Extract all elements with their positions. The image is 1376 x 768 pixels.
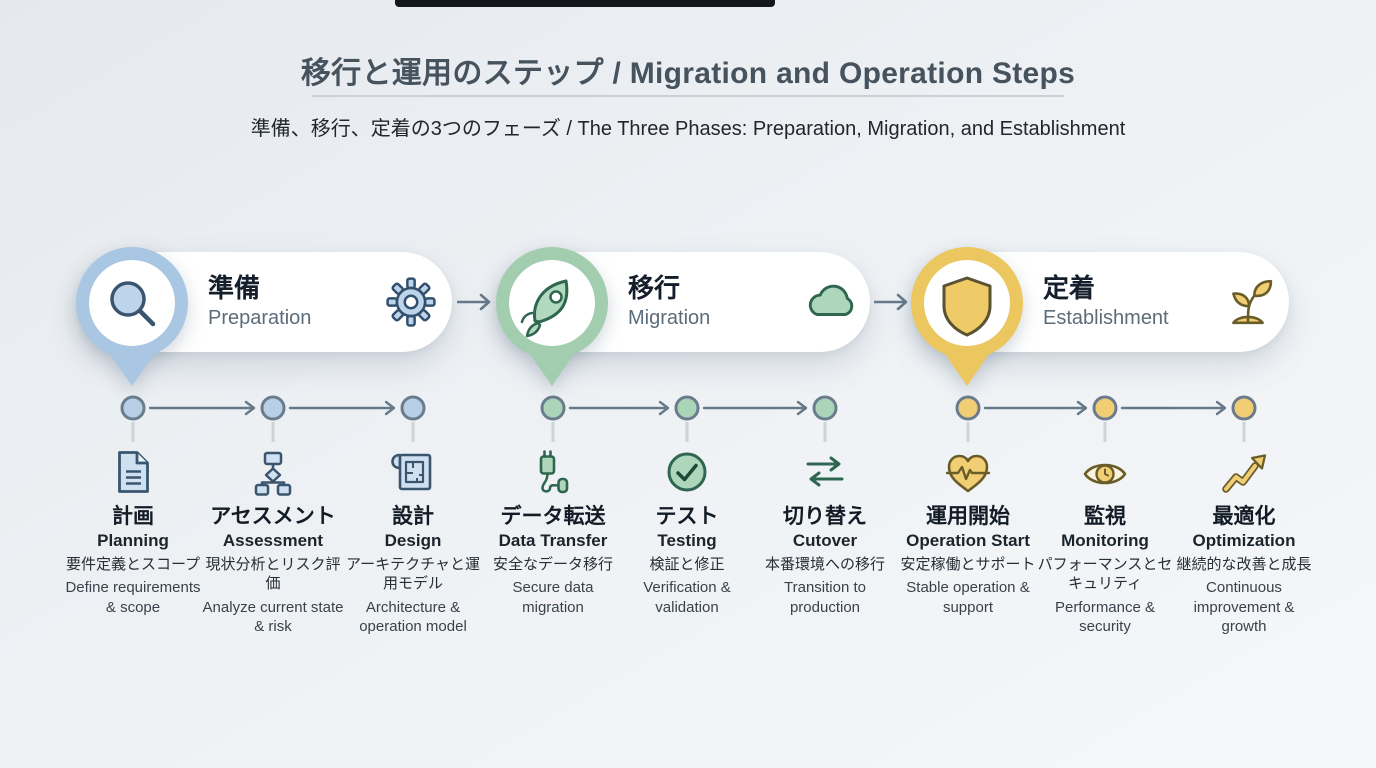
step-desc-ja: 現状分析とリスク評価 — [205, 555, 341, 593]
phase-name-ja: 準備 — [208, 273, 261, 304]
step-title-en: Planning — [97, 531, 169, 551]
step-title-en: Operation Start — [906, 531, 1030, 551]
timeline-dots — [120, 395, 1257, 421]
step-title-ja: 計画 — [112, 505, 154, 528]
step-title-en: Optimization — [1192, 531, 1296, 551]
step-title-en: Data Transfer — [498, 531, 608, 551]
phase-name-en: Establishment — [1043, 306, 1169, 329]
step-title-en: Cutover — [792, 531, 858, 551]
step-title-en: Assessment — [222, 531, 324, 551]
phase-establishment: 定着 Establishment — [911, 247, 1289, 386]
phase-label: 移行 Migration — [628, 273, 711, 330]
step-title-ja: テスト — [655, 505, 719, 528]
step-desc-ja: 継続的な改善と成長 — [1176, 555, 1312, 573]
check-circle-icon — [663, 448, 711, 496]
preparation-badge — [76, 247, 188, 386]
timeline-arrows — [148, 400, 1227, 416]
migration-badge — [496, 247, 608, 386]
step-desc-ja: パフォーマンスとセキュリティ — [1037, 555, 1173, 593]
page-title: 移行と運用のステップ / Migration and Operation Ste… — [300, 57, 1076, 90]
step-title-en: Design — [384, 531, 442, 551]
flowchart-icon — [249, 448, 297, 496]
step-data-transfer: データ転送 Data Transfer 安全なデータ移行 Secure data… — [481, 448, 625, 617]
step-desc-en: Analyze current state & risk — [202, 598, 344, 636]
eye-monitor-icon — [1081, 448, 1129, 496]
phase-preparation: 準備 Preparation — [76, 247, 452, 386]
step-desc-en: Transition to production — [784, 579, 866, 616]
trend-up-icon — [1220, 448, 1268, 496]
step-desc-en: Stable operation & support — [906, 579, 1030, 616]
step-title-ja: 運用開始 — [926, 505, 1010, 528]
step-optimization: 最適化 Optimization 継続的な改善と成長 Continuous im… — [1172, 448, 1316, 637]
step-desc-ja: アーキテクチャと運用モデル — [346, 555, 480, 593]
step-title-en: Testing — [657, 531, 717, 551]
timeline — [120, 395, 1257, 442]
step-title-ja: 監視 — [1084, 505, 1126, 528]
step-cutover: 切り替え Cutover 本番環境への移行 Transition to prod… — [753, 448, 897, 617]
seedling-icon — [1223, 277, 1273, 327]
step-title-ja: データ転送 — [500, 505, 606, 528]
phase-label: 定着 Establishment — [1043, 273, 1169, 330]
step-planning: 計画 Planning 要件定義とスコープ Define requirement… — [61, 448, 205, 617]
step-testing: テスト Testing 検証と修正 Verification & validat… — [615, 448, 759, 617]
step-monitoring: 監視 Monitoring パフォーマンスとセキュリティ Performance… — [1033, 448, 1177, 637]
step-operation-start: 運用開始 Operation Start 安定稼働とサポート Stable op… — [896, 448, 1040, 617]
page-subtitle: 準備、移行、定着の3つのフェーズ / The Three Phases: Pre… — [250, 118, 1126, 140]
phase-name-ja: 移行 — [628, 273, 681, 304]
gear-icon — [386, 277, 436, 327]
step-desc-en: Continuous improvement & growth — [1193, 579, 1295, 635]
phase-arrow — [457, 293, 491, 311]
step-desc-en: Verification & validation — [643, 579, 731, 616]
phase-name-en: Migration — [628, 306, 711, 329]
heart-pulse-icon — [944, 448, 992, 496]
usb-cable-icon — [529, 448, 577, 496]
step-desc-en: Performance & security — [1054, 598, 1156, 636]
timeline-ticks — [131, 422, 1246, 442]
step-title-ja: 切り替え — [783, 505, 867, 528]
phase-name-en: Preparation — [208, 306, 312, 329]
rocket-icon — [520, 279, 569, 338]
establishment-badge — [911, 247, 1023, 386]
step-assessment: アセスメント Assessment 現状分析とリスク評価 Analyze cur… — [201, 448, 345, 637]
step-desc-ja: 安定稼働とサポート — [900, 555, 1036, 573]
shield-icon — [942, 276, 992, 337]
step-desc-en: Define requirements & scope — [65, 579, 201, 616]
step-title-ja: アセスメント — [210, 505, 336, 528]
step-desc-ja: 本番環境への移行 — [764, 555, 885, 573]
step-title-en: Monitoring — [1061, 531, 1149, 551]
phase-name-ja: 定着 — [1043, 273, 1096, 304]
blueprint-icon — [389, 448, 437, 496]
document-icon — [109, 448, 157, 496]
top-accent-bar — [395, 0, 775, 7]
step-desc-en: Architecture & operation model — [359, 598, 467, 636]
step-desc-ja: 要件定義とスコープ — [65, 555, 201, 573]
step-desc-ja: 安全なデータ移行 — [492, 555, 613, 573]
step-desc-en: Secure data migration — [512, 579, 594, 616]
phase-arrow — [874, 293, 908, 311]
phase-migration: 移行 Migration — [496, 247, 870, 386]
step-desc-ja: 検証と修正 — [649, 555, 725, 573]
phase-label: 準備 Preparation — [208, 273, 312, 330]
magnifier-icon — [110, 281, 156, 327]
swap-arrows-icon — [801, 448, 849, 496]
step-title-ja: 最適化 — [1212, 505, 1276, 528]
cloud-icon — [804, 277, 854, 327]
step-design: 設計 Design アーキテクチャと運用モデル Architecture & o… — [341, 448, 485, 637]
title-divider — [312, 95, 1064, 97]
step-title-ja: 設計 — [392, 505, 434, 528]
